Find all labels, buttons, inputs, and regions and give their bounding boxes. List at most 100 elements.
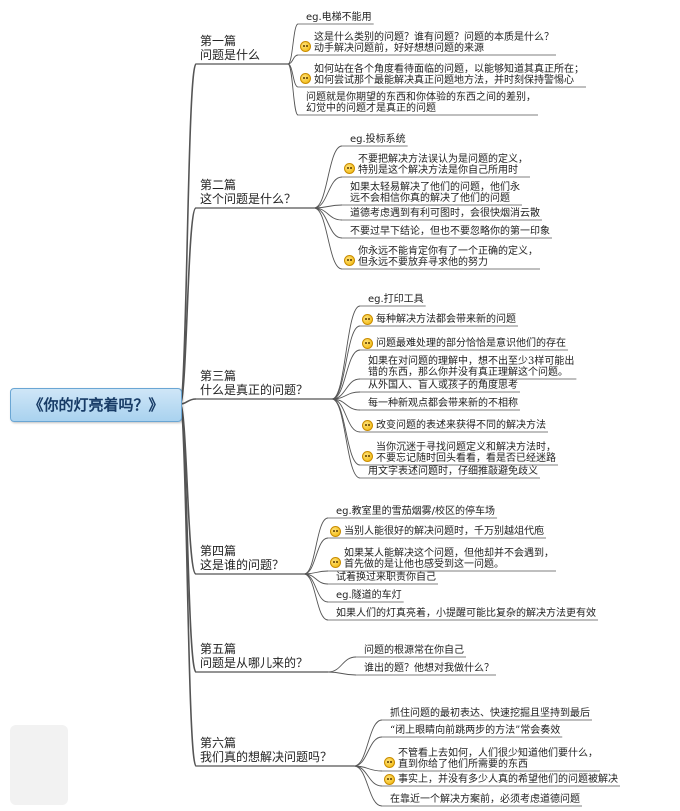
connector-line <box>287 23 299 65</box>
leaf-text: 用文字表述问题时，仔细推敲避免歧义 <box>368 466 538 477</box>
chapter-title: 第五篇 <box>200 642 237 656</box>
connector-line <box>179 63 197 405</box>
connector-line <box>353 765 383 787</box>
leaf-node[interactable]: 抓住问题的最初表达、快速挖掘且坚持到最后 <box>390 708 590 719</box>
leaf-node[interactable]: 当你沉迷于寻找问题定义和解决方法时，不要忘记随时回头看看，看是否已经迷路 <box>376 442 556 464</box>
leaf-node[interactable]: 道德考虑遇到有利可图时，会很快烟消云散 <box>350 208 540 219</box>
leaf-text: “闭上眼睛向前跳两步的方法”常会奏效 <box>390 725 561 736</box>
smiley-icon <box>330 526 341 537</box>
leaf-text: 动手解决问题前，好好想想问题的来源 <box>314 43 484 54</box>
leaf-text: eg.投标系统 <box>350 134 406 145</box>
leaf-text: 如果在对问题的理解中，想不出至少3样可能出 <box>368 356 575 367</box>
leaf-text: 这是什么类别的问题？谁有问题？问题的本质是什么？ <box>314 32 554 43</box>
connector-line <box>179 398 197 405</box>
leaf-node[interactable]: 不要把解决方法误认为是问题的定义，特别是这个解决方法是你自己所用时 <box>358 154 528 176</box>
connector-line <box>353 765 383 807</box>
leaf-text: 你永远不能肯定你有了一个正确的定义， <box>358 246 538 257</box>
example-node[interactable]: eg.打印工具 <box>368 294 424 305</box>
smiley-icon <box>362 450 373 462</box>
leaf-node[interactable]: 每一种新观点都会带来新的不相称 <box>368 398 518 409</box>
leaf-node[interactable]: 事实上，并没有多少人真的希望他们的问题被解决 <box>398 774 618 785</box>
chapter-node[interactable]: 第三篇什么是真正的问题？ <box>200 369 308 397</box>
smiley-icon <box>384 774 395 785</box>
leaf-text: 谁出的题？他想对我做什么？ <box>364 663 494 674</box>
leaf-text: eg.电梯不能用 <box>306 12 372 23</box>
leaf-text: 在靠近一个解决方案前，必须考虑道德问题 <box>390 794 580 805</box>
connector-line <box>303 537 329 575</box>
connector-line <box>313 207 343 270</box>
leaf-text: 每一种新观点都会带来新的不相称 <box>368 398 518 409</box>
example-node[interactable]: eg.电梯不能用 <box>306 12 372 23</box>
leaf-text: 如何尝试那个最能解决真正问题地方法，并时刻保持警惕心 <box>314 75 574 86</box>
leaf-node[interactable]: 如果在对问题的理解中，想不出至少3样可能出错的东西，那么你并没有真正理解这个问题… <box>368 356 574 378</box>
chapter-subtitle: 问题是什么 <box>200 48 261 62</box>
connector-line <box>331 349 361 400</box>
leaf-text: 每种解决方法都会带来新的问题 <box>376 314 516 325</box>
chapter-node[interactable]: 第五篇问题是从哪儿来的？ <box>200 642 308 670</box>
smiley-icon <box>362 338 373 349</box>
leaf-text: 改变问题的表述来获得不同的解决方法 <box>376 420 546 431</box>
chapter-node[interactable]: 第一篇问题是什么 <box>200 34 260 62</box>
chapter-title: 第四篇 <box>200 544 237 558</box>
leaf-node[interactable]: 如果人们的灯真亮着，小提醒可能比复杂的解决方法更有效 <box>336 608 596 619</box>
leaf-node[interactable]: 如果某人能解决这个问题，但他却并不会遇到，首先做的是让他也感受到这一问题。 <box>344 548 554 570</box>
blurred-region <box>10 725 68 805</box>
smiley-icon <box>362 314 373 325</box>
smiley-icon <box>300 72 311 84</box>
root-node[interactable]: 《你的灯亮着吗？》 <box>10 388 182 422</box>
leaf-node[interactable]: 试着换过来职责你自己 <box>336 572 436 583</box>
leaf-text: 如果某人能解决这个问题，但他却并不会遇到， <box>344 548 554 559</box>
connector-line <box>303 517 329 575</box>
leaf-node[interactable]: 不要过早下结论，但也不要忽略你的第一印象 <box>350 226 550 237</box>
chapter-node[interactable]: 第二篇这个问题是什么？ <box>200 178 296 206</box>
smiley-icon <box>344 162 355 174</box>
leaf-node[interactable]: “闭上眼睛向前跳两步的方法”常会奏效 <box>390 725 560 736</box>
connector-line <box>179 207 197 405</box>
chapter-subtitle: 问题是从哪儿来的？ <box>200 656 309 670</box>
leaf-text: 当你沉迷于寻找问题定义和解决方法时， <box>376 442 556 453</box>
leaf-text: 试着换过来职责你自己 <box>336 572 436 583</box>
example-node[interactable]: eg.隧道的车灯 <box>336 590 402 601</box>
leaf-node[interactable]: 谁出的题？他想对我做什么？ <box>364 663 494 674</box>
leaf-node[interactable]: 问题就是你期望的东西和你体验的东西之间的差别，幻觉中的问题才是真正的问题 <box>306 92 536 114</box>
chapter-subtitle: 这是谁的问题？ <box>200 558 285 572</box>
leaf-node[interactable]: 从外国人、盲人或孩子的角度思考 <box>368 380 518 391</box>
chapter-title: 第六篇 <box>200 736 237 750</box>
leaf-node[interactable]: 如果太轻易解决了他们的问题，他们永远不会相信你真的解决了他们的问题 <box>350 182 520 204</box>
leaf-text: 问题就是你期望的东西和你体验的东西之间的差别， <box>306 92 536 103</box>
leaf-text: eg.打印工具 <box>368 294 424 305</box>
leaf-node[interactable]: 每种解决方法都会带来新的问题 <box>376 314 516 325</box>
leaf-node[interactable]: 你永远不能肯定你有了一个正确的定义，但永远不要放弃寻求他的努力 <box>358 246 538 268</box>
leaf-node[interactable]: 这是什么类别的问题？谁有问题？问题的本质是什么？动手解决问题前，好好想想问题的来… <box>314 32 554 54</box>
connector-line <box>287 54 299 65</box>
chapter-title: 第一篇 <box>200 34 237 48</box>
leaf-node[interactable]: 问题最难处理的部分恰恰是意识他们的存在 <box>376 338 566 349</box>
smiley-icon <box>384 756 395 768</box>
connector-line <box>327 656 357 673</box>
leaf-node[interactable]: 当别人能很好的解决问题时，千万别越俎代庖 <box>344 526 544 537</box>
connector-line <box>353 719 383 767</box>
connector-line <box>179 403 197 767</box>
smiley-icon <box>300 40 311 52</box>
connector-line <box>313 176 343 209</box>
smiley-icon <box>344 254 355 266</box>
chapter-node[interactable]: 第六篇我们真的想解决问题吗？ <box>200 736 332 764</box>
connector-line <box>331 398 361 466</box>
leaf-text: 错的东西，那么你并没有真正理解这个问题。 <box>368 367 568 378</box>
leaf-text: 当别人能很好的解决问题时，千万别越俎代庖 <box>344 526 544 537</box>
leaf-node[interactable]: 用文字表述问题时，仔细推敲避免歧义 <box>368 466 538 477</box>
leaf-node[interactable]: 问题的根源常在你自己 <box>364 645 464 656</box>
chapter-node[interactable]: 第四篇这是谁的问题？ <box>200 544 284 572</box>
smiley-icon <box>330 556 341 568</box>
connector-line <box>313 145 343 209</box>
example-node[interactable]: eg.教室里的雪茄烟雾/校区的停车场 <box>336 506 495 517</box>
leaf-node[interactable]: 在靠近一个解决方案前，必须考虑道德问题 <box>390 794 580 805</box>
leaf-node[interactable]: 改变问题的表述来获得不同的解决方法 <box>376 420 546 431</box>
example-node[interactable]: eg.投标系统 <box>350 134 406 145</box>
leaf-node[interactable]: 如何站在各个角度看待面临的问题，以能够知道其真正所在；如何尝试那个最能解决真正问… <box>314 64 584 86</box>
leaf-text: 如果太轻易解决了他们的问题，他们永 <box>350 182 520 193</box>
leaf-node[interactable]: 不管看上去如何，人们很少知道他们要什么，直到你给了他们所需要的东西 <box>398 748 598 770</box>
connector-line <box>353 736 383 767</box>
chapter-title: 第三篇 <box>200 369 237 383</box>
